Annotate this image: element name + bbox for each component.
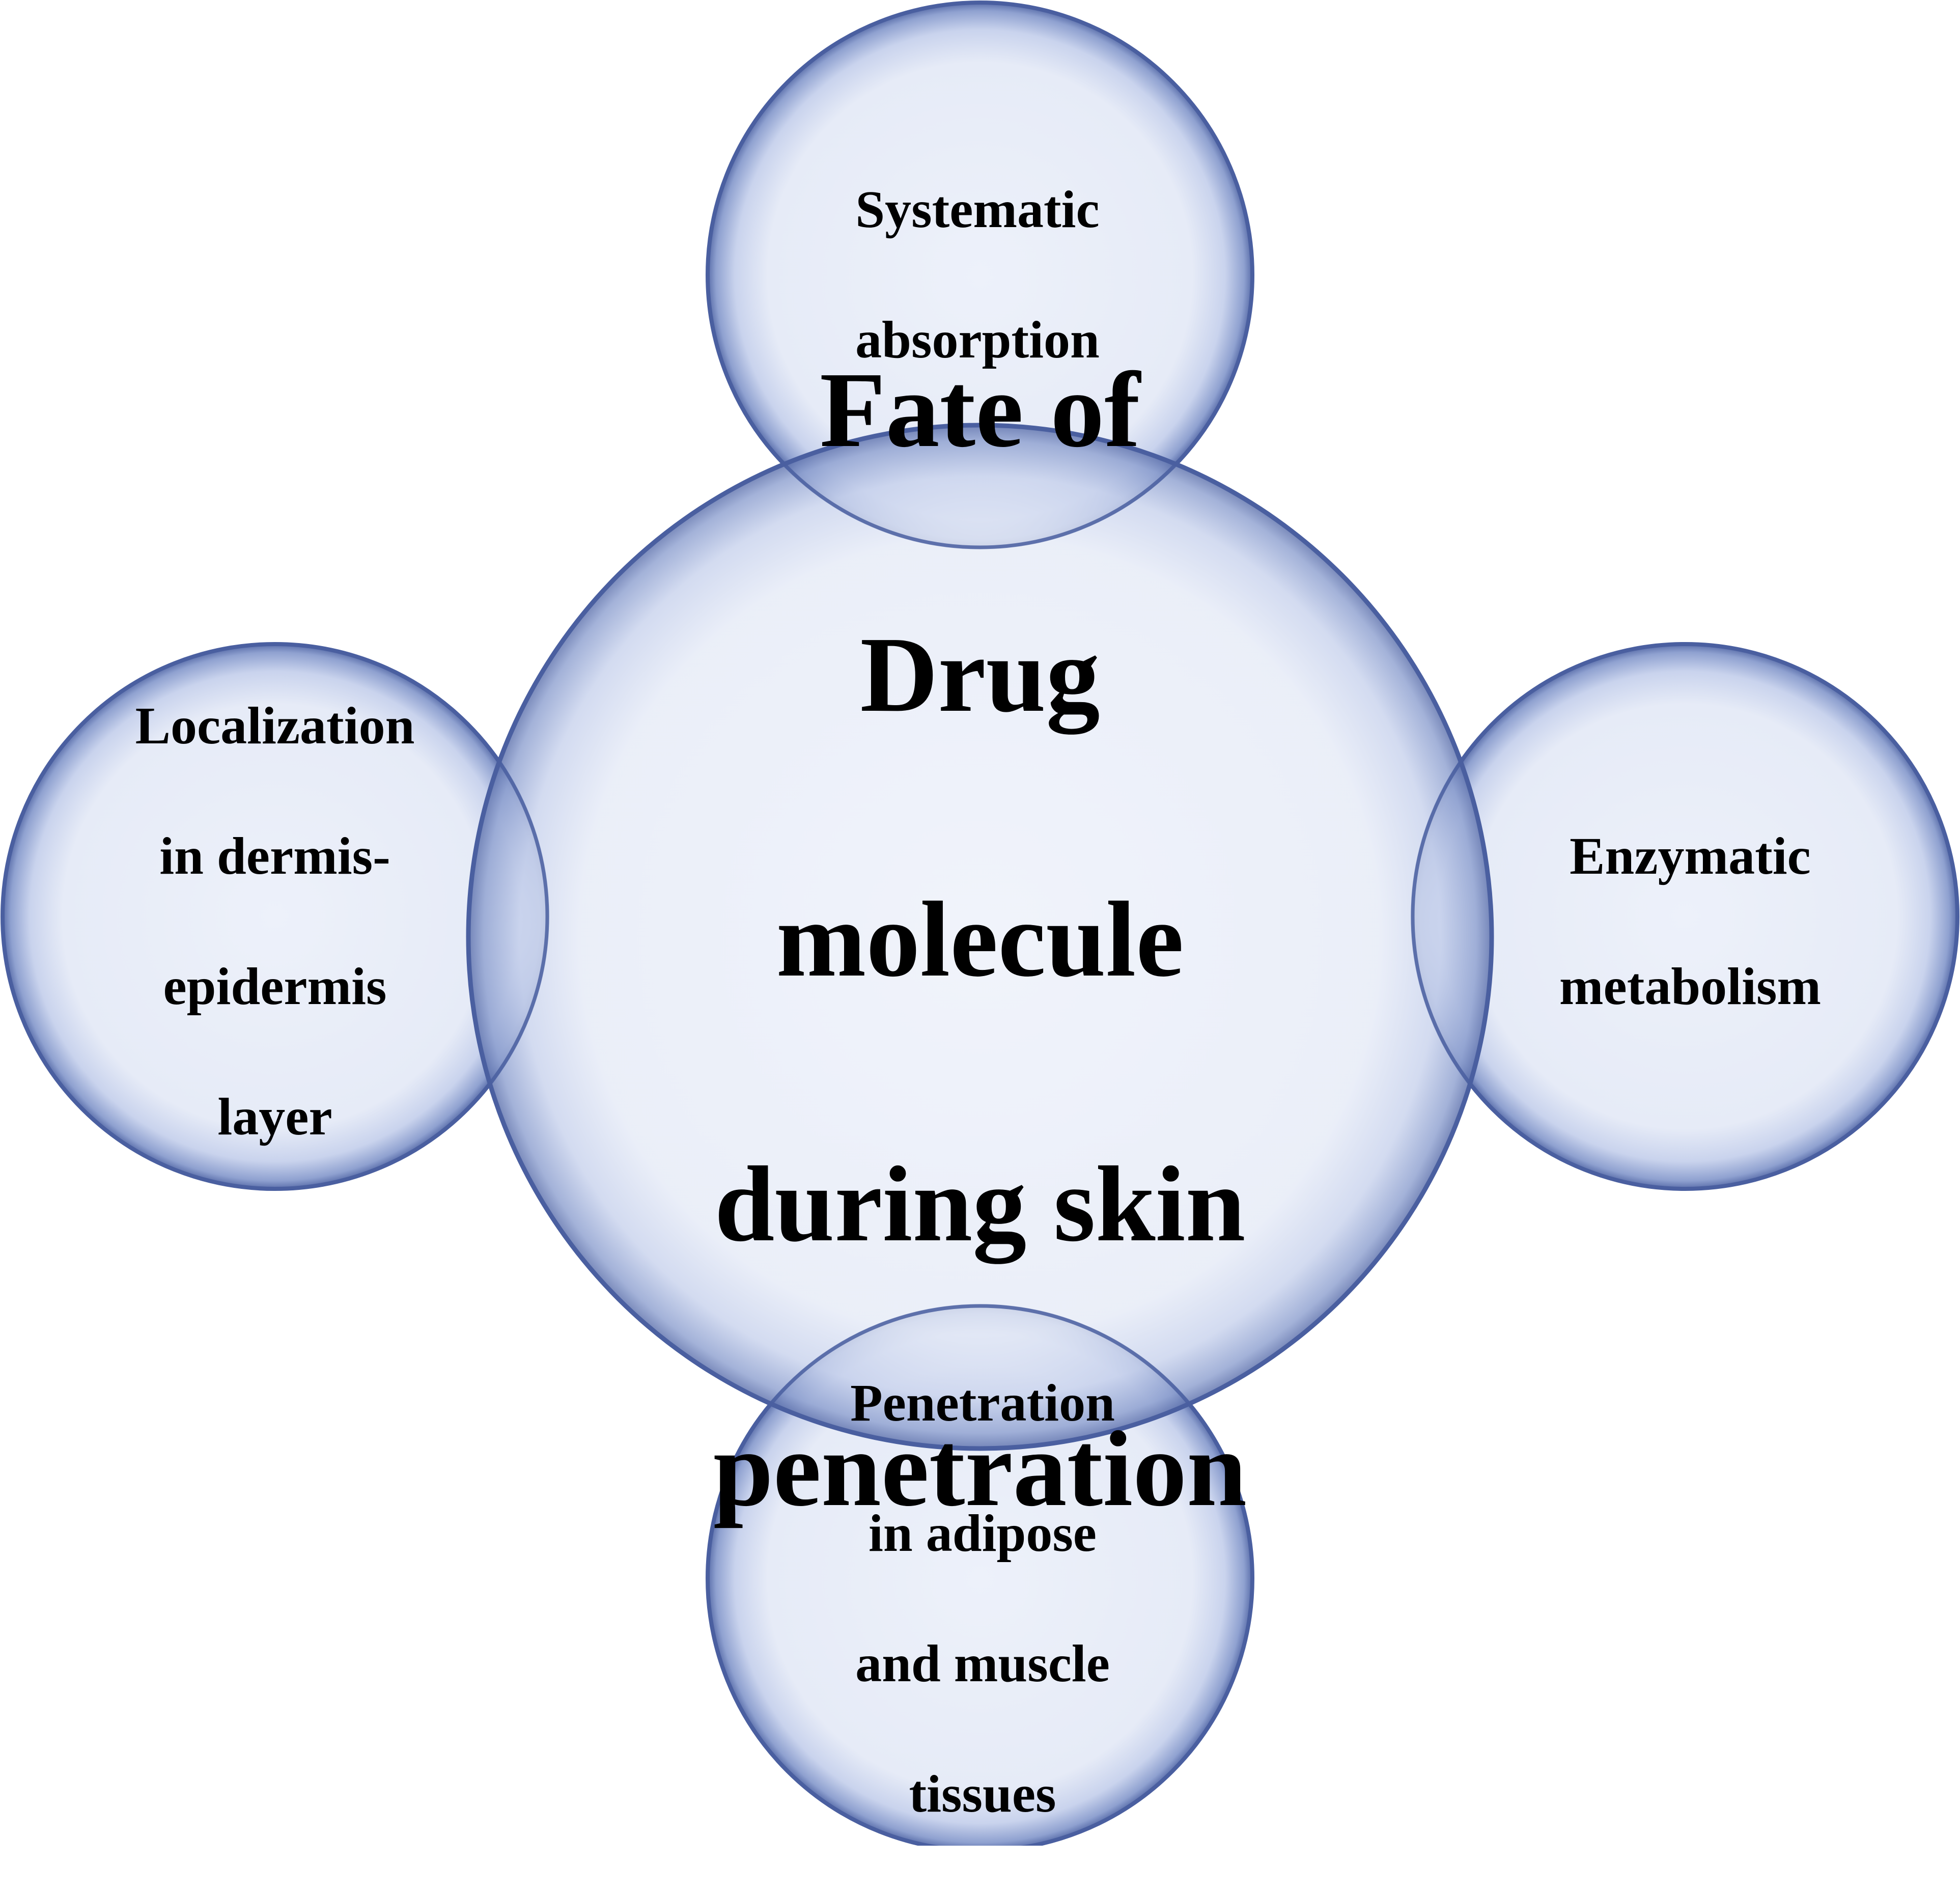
bottom-line-2: in adipose: [869, 1504, 1097, 1563]
fate-of-drug-diagram: [1, 1, 1959, 1846]
right-line-1: Enzymatic: [1570, 827, 1811, 885]
bottom-line-3: and muscle: [855, 1634, 1110, 1693]
top-circle-outline: [706, 1, 1254, 549]
bottom-line-4: tissues: [909, 1765, 1056, 1823]
right-label: Enzymatic metabolism: [1487, 827, 1894, 1016]
overlap-outlines: [1, 1, 1959, 1846]
center-circle: [466, 423, 1494, 1451]
center-label: Fate of Drug molecule during skin penetr…: [606, 350, 1354, 1528]
bottom-circle-outline: [706, 1304, 1254, 1846]
left-line-2: in dermis-: [159, 827, 390, 885]
center-line-4: during skin: [714, 1144, 1246, 1264]
top-label: Systematic absorption: [743, 168, 1212, 382]
right-line-2: metabolism: [1559, 957, 1822, 1016]
left-label: Localization in dermis- epidermis layer: [31, 697, 519, 1146]
center-line-1: Fate of: [820, 350, 1140, 469]
center-line-2: Drug: [860, 615, 1100, 734]
right-circle-outline: [1411, 642, 1959, 1191]
bottom-label: Penetration in adipose and muscle tissue…: [738, 1374, 1227, 1823]
center-node: [466, 423, 1494, 1451]
left-circle-outline: [1, 642, 549, 1191]
left-line-1: Localization: [135, 697, 415, 755]
top-line-1: Systematic: [855, 180, 1100, 239]
top-line-2: absorption: [855, 311, 1100, 369]
center-line-5: penetration: [713, 1409, 1247, 1528]
left-line-4: layer: [217, 1088, 332, 1146]
left-line-3: epidermis: [163, 957, 387, 1016]
center-line-3: molecule: [776, 879, 1184, 999]
bottom-line-1: Penetration: [850, 1374, 1115, 1432]
